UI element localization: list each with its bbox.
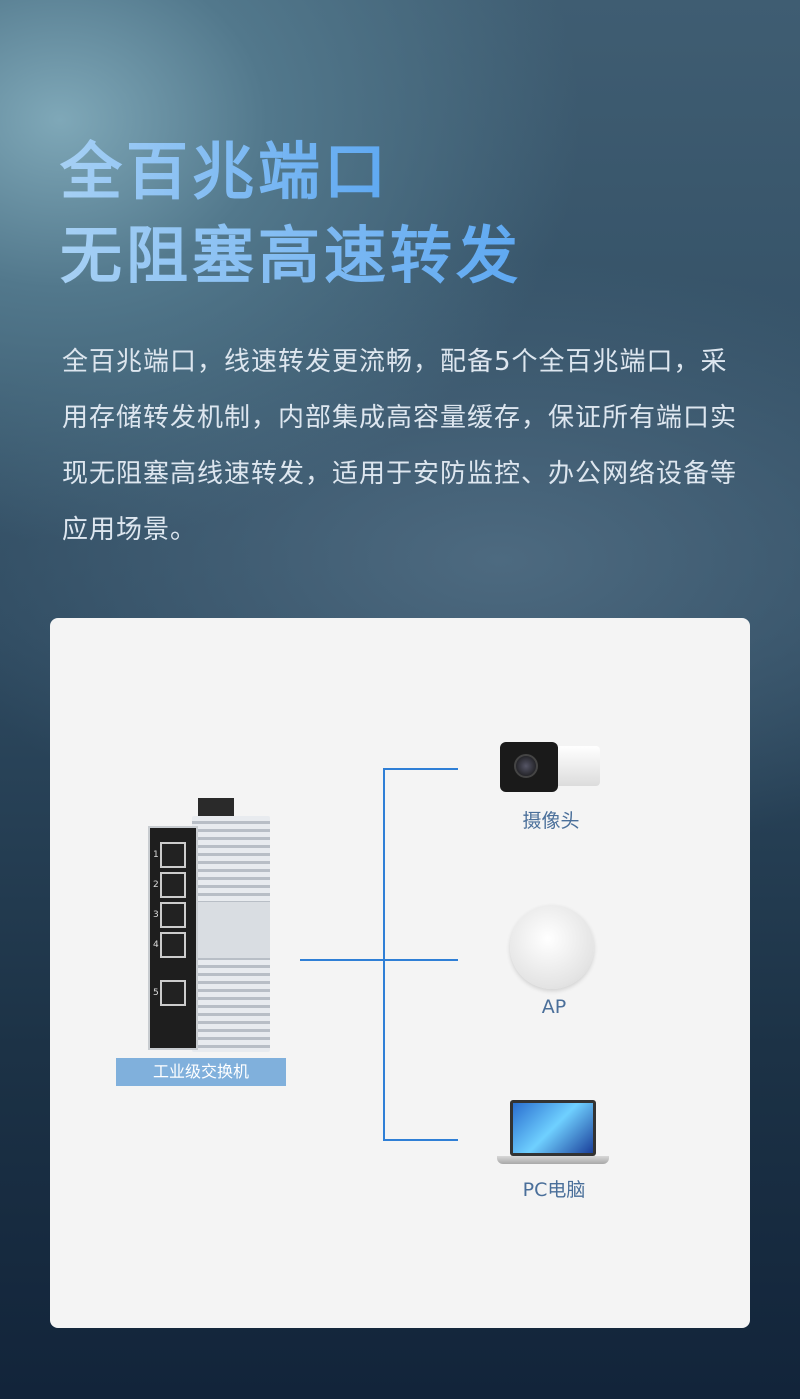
connector-line: [383, 959, 458, 961]
connector-line: [300, 959, 384, 961]
connector-line: [383, 768, 385, 1141]
headline-line1: 全百兆端口: [60, 132, 390, 212]
camera-icon: [500, 742, 602, 794]
switch-icon: 1 2 3 4 5: [148, 798, 270, 1052]
port-number: 5: [153, 988, 159, 998]
description: 全百兆端口，线速转发更流畅，配备5个全百兆端口，采用存储转发机制，内部集成高容量…: [62, 347, 738, 545]
port-number: 2: [153, 880, 159, 890]
access-point-icon: [510, 905, 594, 989]
device-label-pc: PC电脑: [522, 1179, 586, 1201]
connector-line: [383, 1139, 458, 1141]
connector-line: [383, 768, 458, 770]
device-label-camera: 摄像头: [522, 810, 580, 832]
headline-line2: 无阻塞高速转发: [60, 216, 522, 296]
switch-label: 工业级交换机: [116, 1058, 286, 1086]
port-number: 3: [153, 910, 159, 920]
port-number: 1: [153, 850, 159, 860]
port-number: 4: [153, 940, 159, 950]
laptop-icon: [497, 1100, 609, 1166]
device-label-ap: AP: [541, 996, 567, 1018]
